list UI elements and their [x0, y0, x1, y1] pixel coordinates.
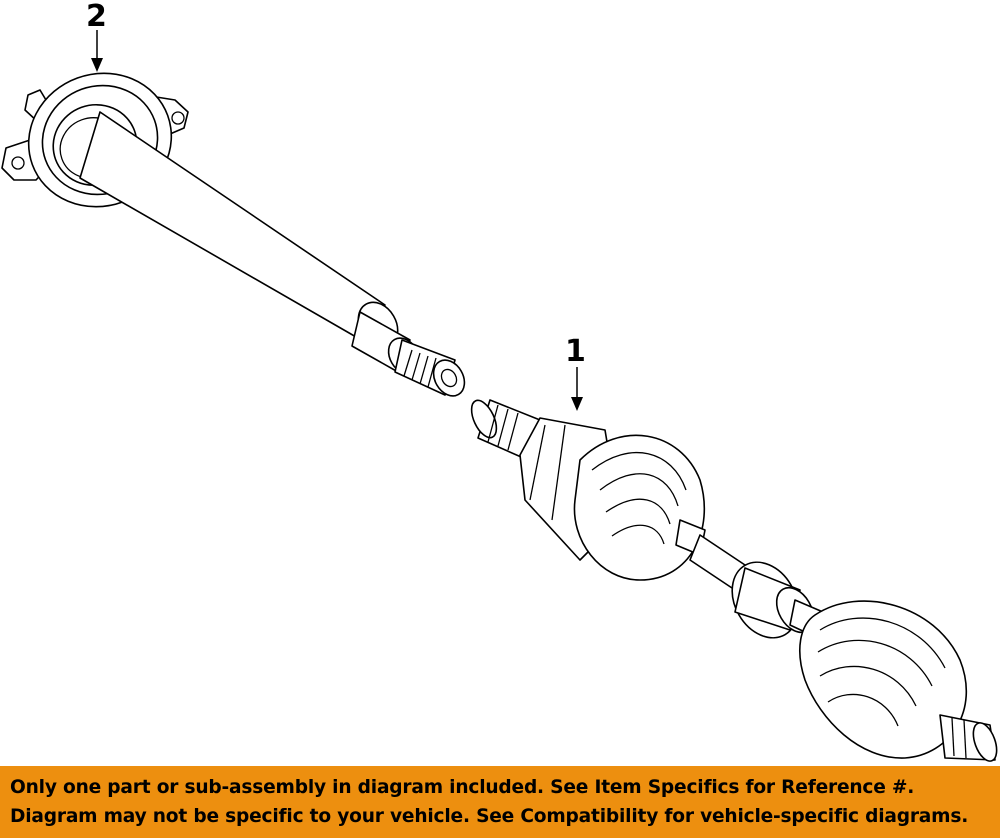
disclaimer-line-1: Only one part or sub-assembly in diagram…	[10, 777, 915, 798]
intermediate-shaft-part-2	[1, 72, 466, 397]
callout-1-leader	[571, 367, 583, 411]
callout-number-2: 2	[86, 0, 107, 34]
callout-2-leader	[91, 30, 103, 72]
axle-assembly-part-1	[470, 399, 998, 762]
disclaimer-line-2: Diagram may not be specific to your vehi…	[10, 806, 969, 827]
parts-diagram	[1, 30, 998, 762]
disclaimer-banner: Only one part or sub-assembly in diagram…	[0, 766, 1000, 838]
callout-number-1: 1	[565, 334, 586, 369]
